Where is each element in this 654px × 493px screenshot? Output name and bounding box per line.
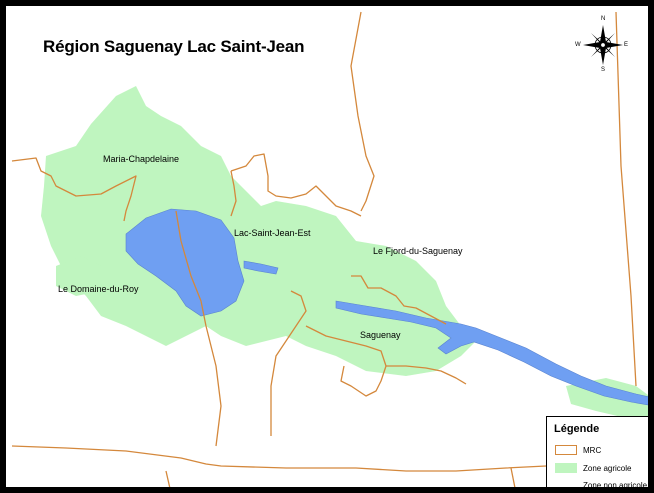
legend-title: Légende — [554, 423, 600, 435]
mrc-swatch — [555, 445, 577, 455]
lac-saint-jean-lake — [125, 208, 245, 317]
agricultural-swatch — [555, 463, 577, 473]
water-body — [125, 208, 648, 406]
legend-item-mrc: MRC — [555, 445, 601, 455]
saguenay-river — [243, 260, 279, 275]
legend-label-mrc: MRC — [583, 445, 602, 455]
compass-rose-icon: N S E W — [575, 16, 629, 73]
compass-north: N — [601, 16, 606, 22]
compass-east: E — [624, 42, 629, 48]
compass-west: W — [575, 42, 581, 48]
region-label-le-domaine-du-roy: Le Domaine-du-Roy — [58, 284, 139, 294]
region-label-saguenay: Saguenay — [360, 330, 401, 340]
legend-label-non-agricultural: Zone non agricole — [583, 480, 648, 490]
legend-label-agricultural: Zone agricole — [583, 463, 632, 473]
map-canvas — [11, 11, 648, 487]
non-agricultural-swatch — [555, 480, 577, 487]
saguenay-river-east — [335, 300, 648, 406]
region-label-le-fjord-du-saguenay: Le Fjord-du-Saguenay — [373, 246, 463, 256]
agricultural-zone — [41, 86, 648, 418]
map-legend: Légende MRC Zone agricole Zone non agric… — [546, 416, 648, 490]
mrc-borders — [11, 11, 637, 487]
map-title: Région Saguenay Lac Saint-Jean — [43, 37, 305, 56]
compass-south: S — [601, 67, 606, 73]
legend-item-agricultural: Zone agricole — [555, 463, 631, 473]
region-label-lac-saint-jean-est: Lac-Saint-Jean-Est — [234, 228, 311, 238]
region-label-maria-chapdelaine: Maria-Chapdelaine — [103, 154, 180, 164]
legend-item-non-agricultural: Zone non agricole — [555, 480, 648, 490]
